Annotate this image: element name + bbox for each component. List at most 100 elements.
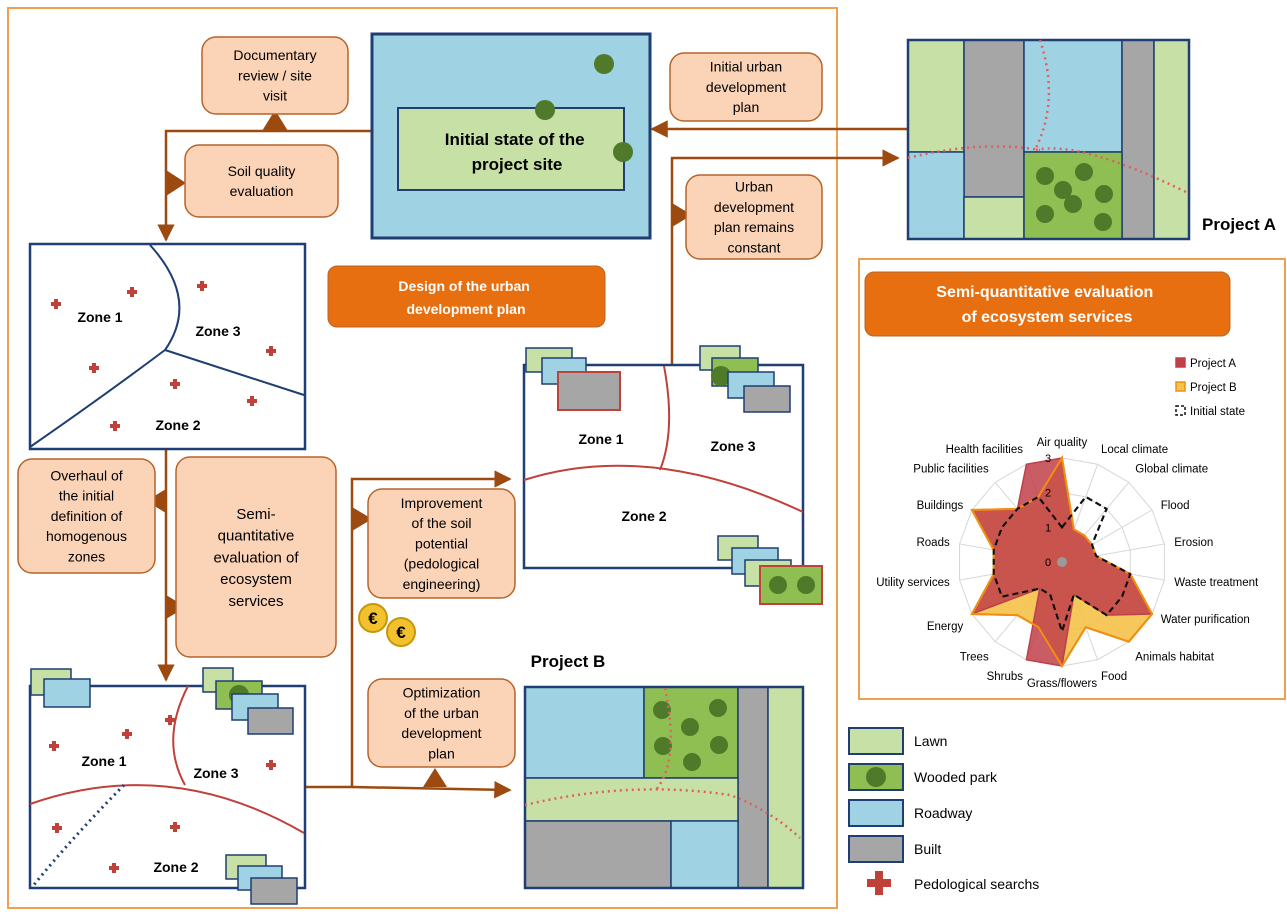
zone-2-label: Zone 2 <box>155 417 200 433</box>
initial-state-tree <box>594 54 614 74</box>
pedological-search-marker <box>170 822 180 832</box>
radar-axis-label: Water purification <box>1161 614 1250 626</box>
initial-state-label: Initial state of the project site <box>445 130 590 174</box>
pedological-search-marker <box>170 379 180 389</box>
triangle-documentary <box>262 110 288 131</box>
zone-boundary <box>164 349 305 396</box>
flow-box-background <box>175 456 337 658</box>
radar-axis-label: Utility services <box>876 577 950 589</box>
zone-boundary <box>172 685 189 786</box>
triangle-plan-constant <box>672 203 692 227</box>
pedological-search-marker <box>51 299 61 309</box>
zone-boundary <box>29 784 305 834</box>
pedological-search-marker <box>122 729 132 739</box>
flow-box-background <box>367 488 516 599</box>
legend-label: Lawn <box>914 733 947 749</box>
pedological-search-marker <box>109 863 119 873</box>
zone-1-label: Zone 1 <box>81 753 126 769</box>
arrow-to-project-b <box>351 780 512 799</box>
zone-boundary-optimized <box>31 783 126 887</box>
zone-3-label: Zone 3 <box>195 323 240 339</box>
radar-axis-label: Erosion <box>1174 537 1213 549</box>
radar-axis-label: Grass/flowers <box>1027 678 1098 690</box>
pedological-searches <box>49 281 276 873</box>
arrow-to-improved-map <box>305 470 512 789</box>
project-b-label: Project B <box>531 652 606 671</box>
pedological-search-marker <box>266 760 276 770</box>
radar-axis-label: Trees <box>960 651 989 663</box>
radar-axis-label: Public facilities <box>913 464 989 476</box>
radar-center <box>1057 557 1067 567</box>
evaluation-panel: Semi-quantitative evaluation of ecosyste… <box>858 258 1286 700</box>
euro-coins-icon: € € <box>358 603 416 647</box>
pedological-search-marker <box>127 287 137 297</box>
radar-tick-label: 2 <box>1045 488 1051 500</box>
built-tile <box>247 707 294 735</box>
radar-tick-label: 3 <box>1045 453 1051 465</box>
built-tile <box>557 371 621 411</box>
legend-label: Pedological searchs <box>914 876 1039 892</box>
legend-swatch <box>848 835 904 863</box>
flow-box-background <box>685 174 823 260</box>
radar-axis-label: Local climate <box>1101 444 1168 456</box>
built-tile <box>250 877 298 905</box>
zone-boundary <box>29 244 181 448</box>
radar-tick-label: 1 <box>1045 522 1051 534</box>
flow-box-background <box>201 36 349 115</box>
legend-item-roadway: Roadway <box>848 799 972 827</box>
legend-label: Wooded park <box>914 769 998 785</box>
legend-item-wooded-park: Wooded park <box>848 763 998 791</box>
main-frame <box>7 7 838 909</box>
radar-axis-label: Animals habitat <box>1135 651 1214 663</box>
triangle-overhaul <box>146 489 166 513</box>
pedological-search-marker <box>165 715 175 725</box>
zone-2-label: Zone 2 <box>153 859 198 875</box>
zone-boundary <box>523 464 804 513</box>
zone-1-label: Zone 1 <box>77 309 122 325</box>
project-a-map: Project A <box>906 38 1276 241</box>
evaluation-title-text: Semi-quantitative evaluation of ecosyste… <box>936 284 1157 326</box>
initial-state-lawn <box>397 107 625 191</box>
radar-tick-label: 0 <box>1045 557 1051 569</box>
radar-legend-label: Initial state <box>1190 406 1245 418</box>
initial-state-tree <box>613 142 633 162</box>
initial-state-tree <box>535 100 555 120</box>
tree-icon <box>866 767 886 787</box>
flow-triangles <box>146 110 692 787</box>
legend-swatch <box>848 799 904 827</box>
legend-item-pedological: Pedological searchs <box>867 871 1039 895</box>
design-title-bar <box>327 265 606 328</box>
triangle-optimization <box>423 768 447 787</box>
triangle-improvement <box>352 507 372 531</box>
evaluation-title-bar <box>864 271 1231 337</box>
flow-connectors <box>157 120 907 799</box>
radar-axis-label: Buildings <box>917 500 964 512</box>
zone-1-label: Zone 1 <box>578 431 623 447</box>
legend-label: Built <box>914 841 941 857</box>
arrow-initial-to-zone-map <box>157 129 372 242</box>
project-a-label: Project A <box>1202 215 1276 234</box>
svg-text:€: € <box>396 623 406 642</box>
zone-3-label: Zone 3 <box>193 765 238 781</box>
radar-legend-swatch <box>1175 381 1186 392</box>
pedological-search-marker <box>52 823 62 833</box>
legend-swatch <box>848 727 904 755</box>
arrow-to-project-a <box>670 149 900 365</box>
pedological-search-marker <box>247 396 257 406</box>
radar-axis-label: Energy <box>927 621 964 633</box>
flow-box-background <box>184 144 339 218</box>
radar-axis-label: Global climate <box>1135 464 1208 476</box>
zone-2-label: Zone 2 <box>621 508 666 524</box>
radar-legend-label: Project A <box>1190 358 1236 370</box>
radar-legend-swatch <box>1175 405 1186 416</box>
